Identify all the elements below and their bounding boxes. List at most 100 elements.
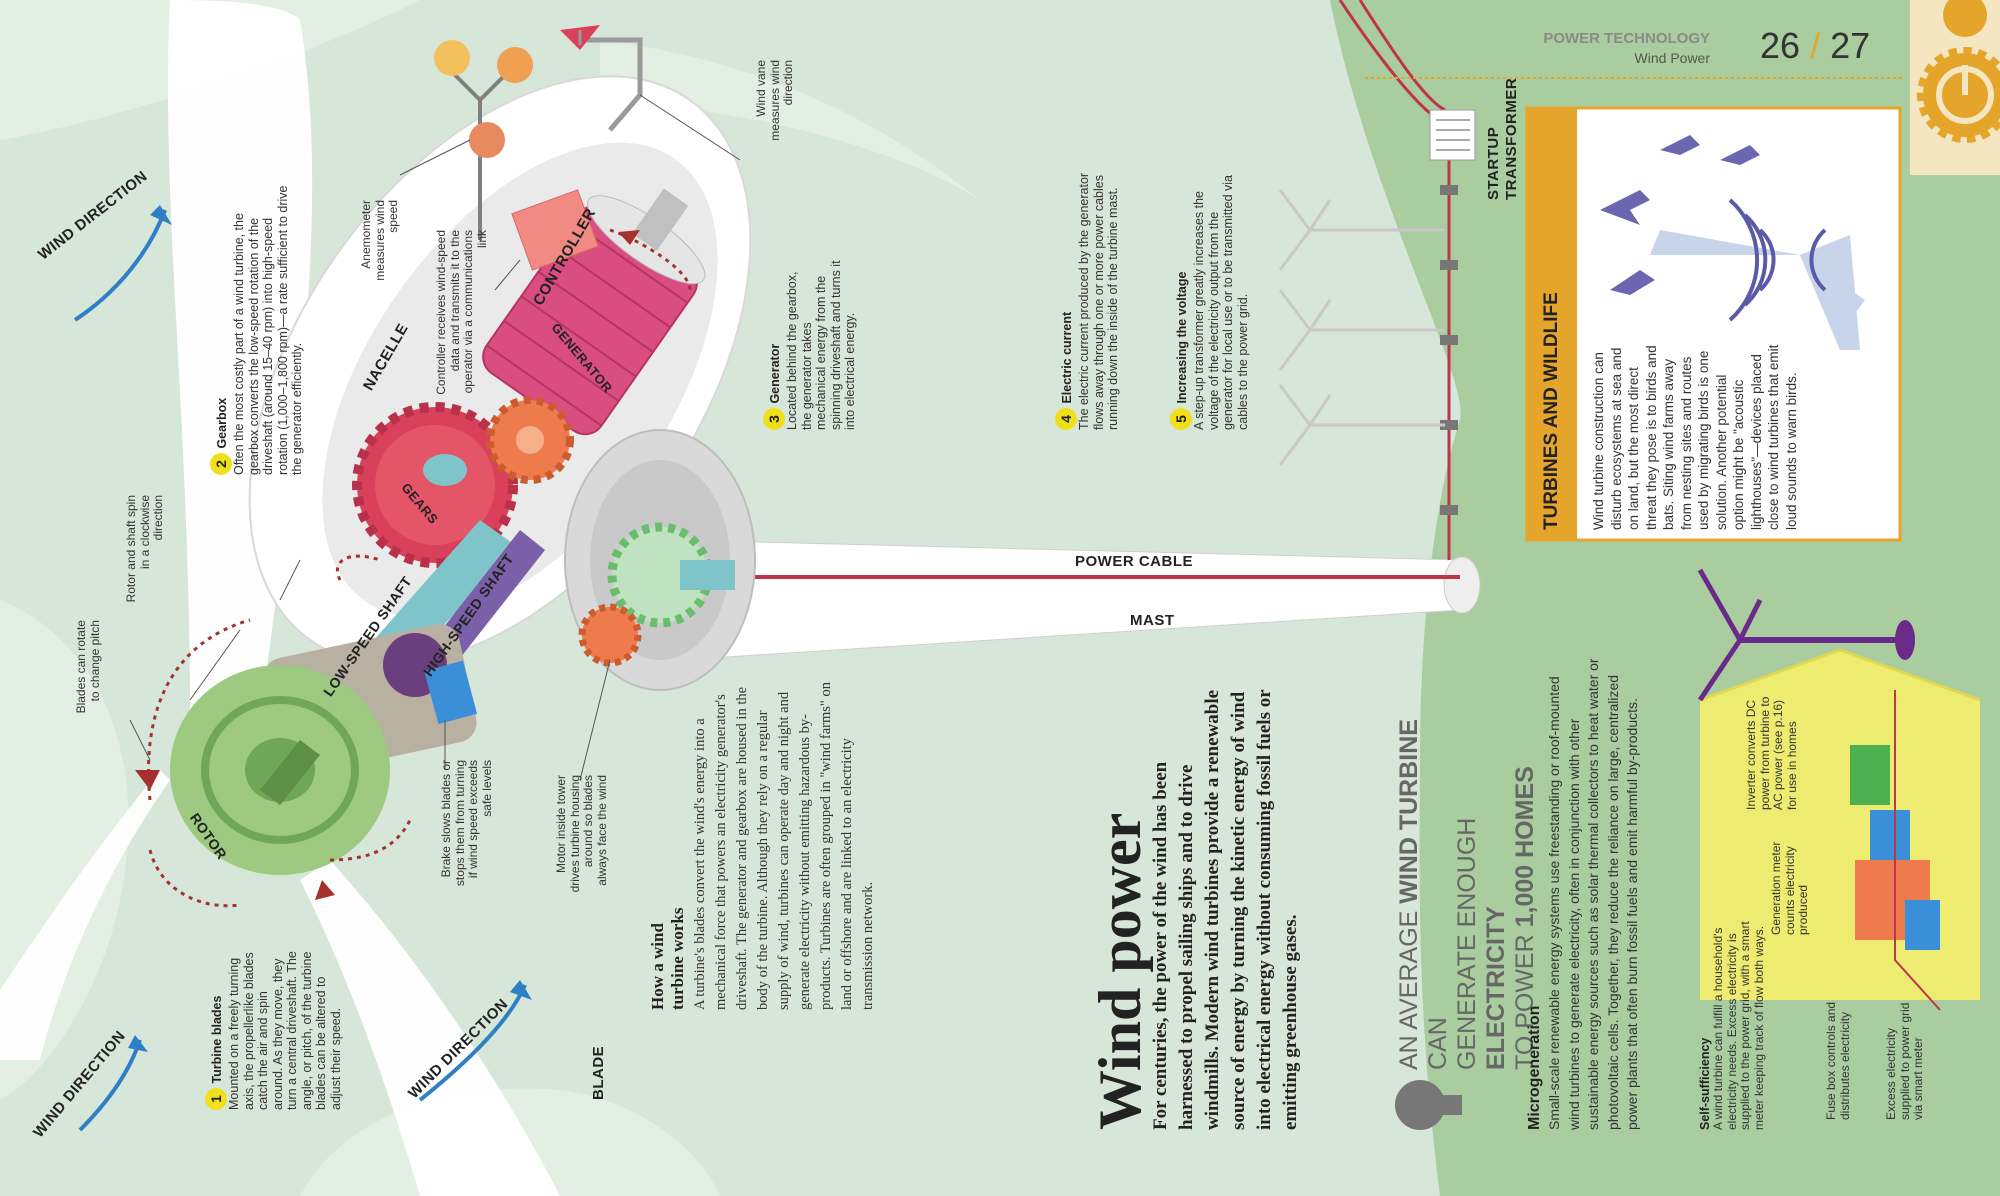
wind-vane-note: Wind vane measures wind direction	[754, 60, 795, 141]
anemometer-note: Anemometer measures wind speed	[359, 200, 400, 281]
step-title: Gearbox	[215, 397, 229, 449]
step-1: 1 Turbine blades Mounted on a freely tur…	[205, 950, 343, 1110]
fact-line-1: AN AVERAGE WIND TURBINE CAN	[1395, 719, 1452, 1070]
rotor-shaft-stub	[260, 740, 320, 805]
gears-large-hub	[375, 425, 495, 545]
microgeneration-text: Small-scale renewable energy systems use…	[1546, 658, 1640, 1130]
lightbulb-icon	[1395, 1080, 1462, 1130]
step-title: Turbine blades	[210, 995, 224, 1084]
self-sufficiency-text: A wind turbine can fulfill a household's…	[1711, 921, 1766, 1130]
gears-large-axle	[423, 454, 467, 486]
startup-line-2: TRANSFORMER	[1503, 77, 1520, 200]
microgeneration-title: Microgeneration	[1526, 1005, 1543, 1130]
step-number: 2	[210, 453, 232, 475]
turbine-blade-bottom	[300, 860, 560, 1196]
power-gear-icon	[1917, 0, 2000, 143]
step-number: 5	[1170, 408, 1192, 430]
intro-text: For centuries, the power of the wind has…	[1150, 689, 1301, 1130]
smart-meter-box	[1905, 900, 1940, 950]
step-title: Increasing the voltage	[1175, 271, 1189, 404]
step-title: Electric current	[1060, 311, 1074, 404]
page-title: Wind power	[1087, 812, 1153, 1130]
controller-note: Controller receives wind-speed data and …	[434, 230, 489, 395]
step-number: 4	[1055, 408, 1077, 430]
inverter-note: Inverter converts DC power from turbine …	[1744, 696, 1799, 810]
page-numbers: 26 / 27	[1760, 25, 1870, 67]
page-left: 26	[1760, 25, 1801, 66]
step-text: Often the most costly part of a wind tur…	[232, 185, 304, 475]
wind-swirl	[600, 40, 980, 200]
brake-note: Brake slows blades or stops them from tu…	[439, 760, 494, 887]
microgeneration: Microgeneration Small-scale renewable en…	[1525, 650, 1643, 1130]
step-number: 1	[205, 1088, 227, 1110]
step-number: 3	[763, 408, 785, 430]
page-sep: /	[1810, 25, 1821, 66]
leader-lines	[129, 94, 741, 781]
sound-wave-icon	[1728, 198, 1827, 322]
step-5: 5 Increasing the voltage A step-up trans…	[1170, 160, 1250, 430]
how-body: A turbine's blades convert the wind's en…	[692, 682, 876, 1010]
motor-note: Motor inside tower drives turbine housin…	[554, 775, 609, 893]
anemometer-cup	[469, 122, 505, 158]
mast-base	[1443, 556, 1481, 614]
anemometer-cup	[434, 40, 470, 76]
step-3: 3 Generator Located behind the gearbox, …	[763, 260, 858, 430]
house-power-line	[1894, 690, 1941, 1011]
controller-box	[511, 189, 599, 271]
generator-shaft-stub	[680, 560, 735, 590]
fact-line-2: GENERATE ENOUGH ELECTRICITY	[1453, 817, 1510, 1070]
startup-transformer-box	[1429, 109, 1476, 161]
wildlife-title: TURBINES AND WILDLIFE	[1541, 292, 1562, 530]
blade-label: BLADE	[590, 1045, 607, 1100]
power-cable-label: POWER CABLE	[1075, 553, 1193, 570]
step-2: 2 Gearbox Often the most costly part of …	[210, 175, 305, 475]
step-text: Located behind the gearbox, the generato…	[785, 260, 857, 430]
distant-turbines	[1278, 189, 1445, 466]
turbine-blade-left	[0, 770, 170, 1060]
self-sufficiency: Self-sufficiency A wind turbine can fulf…	[1698, 900, 1766, 1130]
anemometer-shape	[448, 68, 512, 240]
gears-orange-low	[578, 603, 642, 667]
house-roof-outline	[1699, 648, 1981, 702]
how-heading-1: How a wind	[648, 923, 667, 1010]
wind-direction-arrow-heads	[128, 205, 532, 1052]
blades-pitch-note: Blades can rotate to change pitch	[74, 620, 102, 714]
inverter-box	[1850, 745, 1890, 805]
page-right: 27	[1830, 25, 1871, 66]
how-it-works: How a wind turbine works A turbine's bla…	[648, 680, 879, 1010]
generation-meter-note: Generation meter counts electricity prod…	[1769, 841, 1810, 935]
house-turbine	[1697, 568, 1915, 702]
rotor-hub-ring	[201, 696, 359, 844]
rotation-arrow-heads	[135, 230, 640, 900]
mast-label: MAST	[1130, 612, 1175, 629]
anemometer-cup	[497, 47, 533, 83]
cable-insulators	[1440, 185, 1458, 515]
step-text: A step-up transformer greatly increases …	[1192, 175, 1250, 430]
step-title: Generator	[768, 343, 782, 404]
rotor-shaft-note: Rotor and shaft spin in a clockwise dire…	[124, 495, 165, 603]
excess-note: Excess electricity supplied to power gri…	[1884, 1002, 1925, 1120]
startup-line-1: STARTUP	[1485, 126, 1502, 200]
step-text: Mounted on a freely turning axis, the pr…	[227, 951, 343, 1110]
header-section: POWER TECHNOLOGY	[1543, 30, 1710, 47]
wildlife-text: Wind turbine construction can disturb ec…	[1591, 344, 1799, 530]
step-4: 4 Electric current The electric current …	[1055, 160, 1121, 430]
generator-shape	[482, 188, 706, 436]
startup-transformer-label: STARTUP TRANSFORMER	[1485, 78, 1521, 200]
header-subsection: Wind Power	[1634, 50, 1710, 66]
bird-icon	[1600, 135, 1760, 295]
fuse-box-note: Fuse box controls and distributes electr…	[1824, 1001, 1852, 1120]
generation-meter-box	[1870, 810, 1910, 865]
wind-vane-shape	[580, 37, 643, 132]
mast-shape	[679, 539, 1461, 661]
brake-block	[424, 660, 478, 725]
gears-small-hub	[516, 426, 544, 454]
step-text: The electric current produced by the gen…	[1077, 172, 1120, 430]
self-sufficiency-title: Self-sufficiency	[1698, 1037, 1712, 1130]
how-heading-2: turbine works	[668, 907, 687, 1010]
fact-callout: AN AVERAGE WIND TURBINE CAN GENERATE ENO…	[1395, 660, 1540, 1070]
wildlife-title-bar	[1527, 108, 1577, 540]
transformer-fins	[1436, 119, 1470, 151]
